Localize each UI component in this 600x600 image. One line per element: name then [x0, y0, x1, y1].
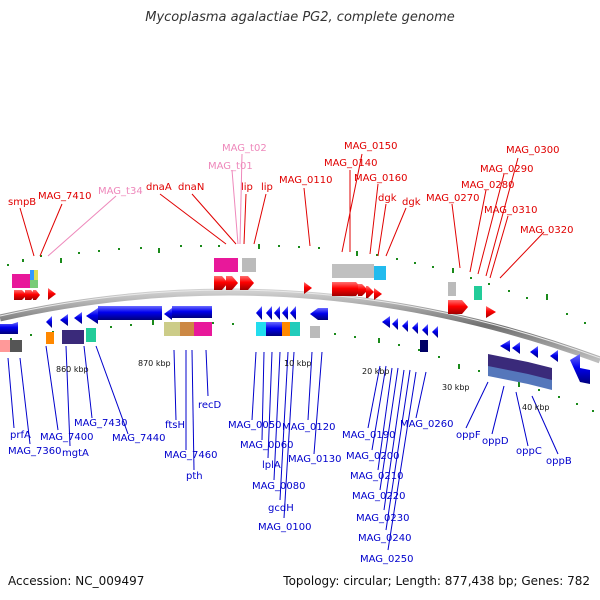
trna-label: MAG_t01 [208, 161, 253, 172]
gene-label: MAG_0140 [324, 158, 378, 169]
gene-label: dnaA [146, 182, 172, 193]
gene-label: MAG_7400 [40, 432, 94, 443]
gene-label: MAG_0100 [258, 522, 312, 533]
top-gene-labels: smpB MAG_7410 MAG_t34 dnaA dnaN MAG_t02 … [8, 141, 574, 236]
scale-label: 40 kbp [522, 403, 550, 412]
top-leader-lines [19, 153, 545, 279]
gene-label: MAG_7440 [112, 433, 166, 444]
gene-label: MAG_7410 [38, 191, 92, 202]
bottom-gene-labels: prfA MAG_7360 MAG_7400 mgtA MAG_7430 MAG… [8, 400, 572, 565]
gene-label: MAG_0060 [240, 440, 294, 451]
accession-text: Accession: NC_009497 [8, 574, 145, 588]
bottom-leader-lines [7, 345, 559, 551]
gene-label: oppC [516, 446, 542, 457]
gene-label: MAG_0160 [354, 173, 408, 184]
map-title: Mycoplasma agalactiae PG2, complete geno… [145, 10, 455, 25]
outer-gene-track [12, 258, 496, 318]
gene-label: MAG_0200 [346, 451, 400, 462]
scale-label: 860 kbp [56, 365, 89, 374]
gene-label: mgtA [62, 448, 89, 459]
gene-label: smpB [8, 197, 36, 208]
scale-labels: 860 kbp 870 kbp 10 kbp 20 kbp 30 kbp 40 … [56, 359, 550, 412]
backbone-highlight [0, 289, 600, 359]
gene-label: dnaN [178, 182, 204, 193]
trna-leader-lines [47, 153, 243, 257]
gene-label: MAG_7430 [74, 418, 128, 429]
gene-label: lip [241, 182, 253, 193]
gene-label: oppD [482, 436, 509, 447]
gene-label: ftsH [165, 420, 185, 431]
gene-label: recD [198, 400, 222, 411]
gene-label: MAG_0300 [506, 145, 560, 156]
trna-label: MAG_t02 [222, 143, 267, 154]
gene-label: MAG_0050 [228, 420, 282, 431]
gene-label: dgk [378, 193, 397, 204]
scale-label: 20 kbp [362, 367, 390, 376]
gene-label: MAG_0280 [461, 180, 515, 191]
gene-label: MAG_0250 [360, 554, 414, 565]
gene-label: oppB [546, 456, 572, 467]
gene-label: MAG_0320 [520, 225, 574, 236]
gene-label: lplA [262, 460, 281, 471]
backbone-arc [0, 288, 600, 364]
gene-label: MAG_0240 [358, 533, 412, 544]
gene-label: prfA [10, 430, 31, 441]
gene-label: MAG_0190 [342, 430, 396, 441]
gene-label: MAG_0310 [484, 205, 538, 216]
gene-label: oppF [456, 430, 481, 441]
genome-summary-text: Topology: circular; Length: 877,438 bp; … [283, 574, 590, 588]
gene-label: MAG_0150 [344, 141, 398, 152]
gene-label: MAG_0260 [400, 419, 454, 430]
gene-label: MAG_0110 [279, 175, 333, 186]
gene-label: MAG_0270 [426, 193, 480, 204]
inner-gene-track [0, 306, 590, 390]
gene-label: dgk [402, 197, 421, 208]
gene-label: MAG_7360 [8, 446, 62, 457]
scale-label: 30 kbp [442, 383, 470, 392]
trna-label: MAG_t34 [98, 186, 143, 197]
gene-label: MAG_0120 [282, 422, 336, 433]
gene-label: lip [261, 182, 273, 193]
gene-label: MAG_0230 [356, 513, 410, 524]
gene-label: gcdH [268, 503, 294, 514]
gene-label: pth [186, 471, 203, 482]
gene-label: MAG_0220 [352, 491, 406, 502]
scale-label: 10 kbp [284, 359, 312, 368]
gene-label: MAG_0290 [480, 164, 534, 175]
gene-label: MAG_0130 [288, 454, 342, 465]
gene-label: MAG_0210 [350, 471, 404, 482]
gene-label: MAG_0080 [252, 481, 306, 492]
scale-label: 870 kbp [138, 359, 171, 368]
outer-tick-ring [7, 244, 586, 324]
gene-label: MAG_7460 [164, 450, 218, 461]
